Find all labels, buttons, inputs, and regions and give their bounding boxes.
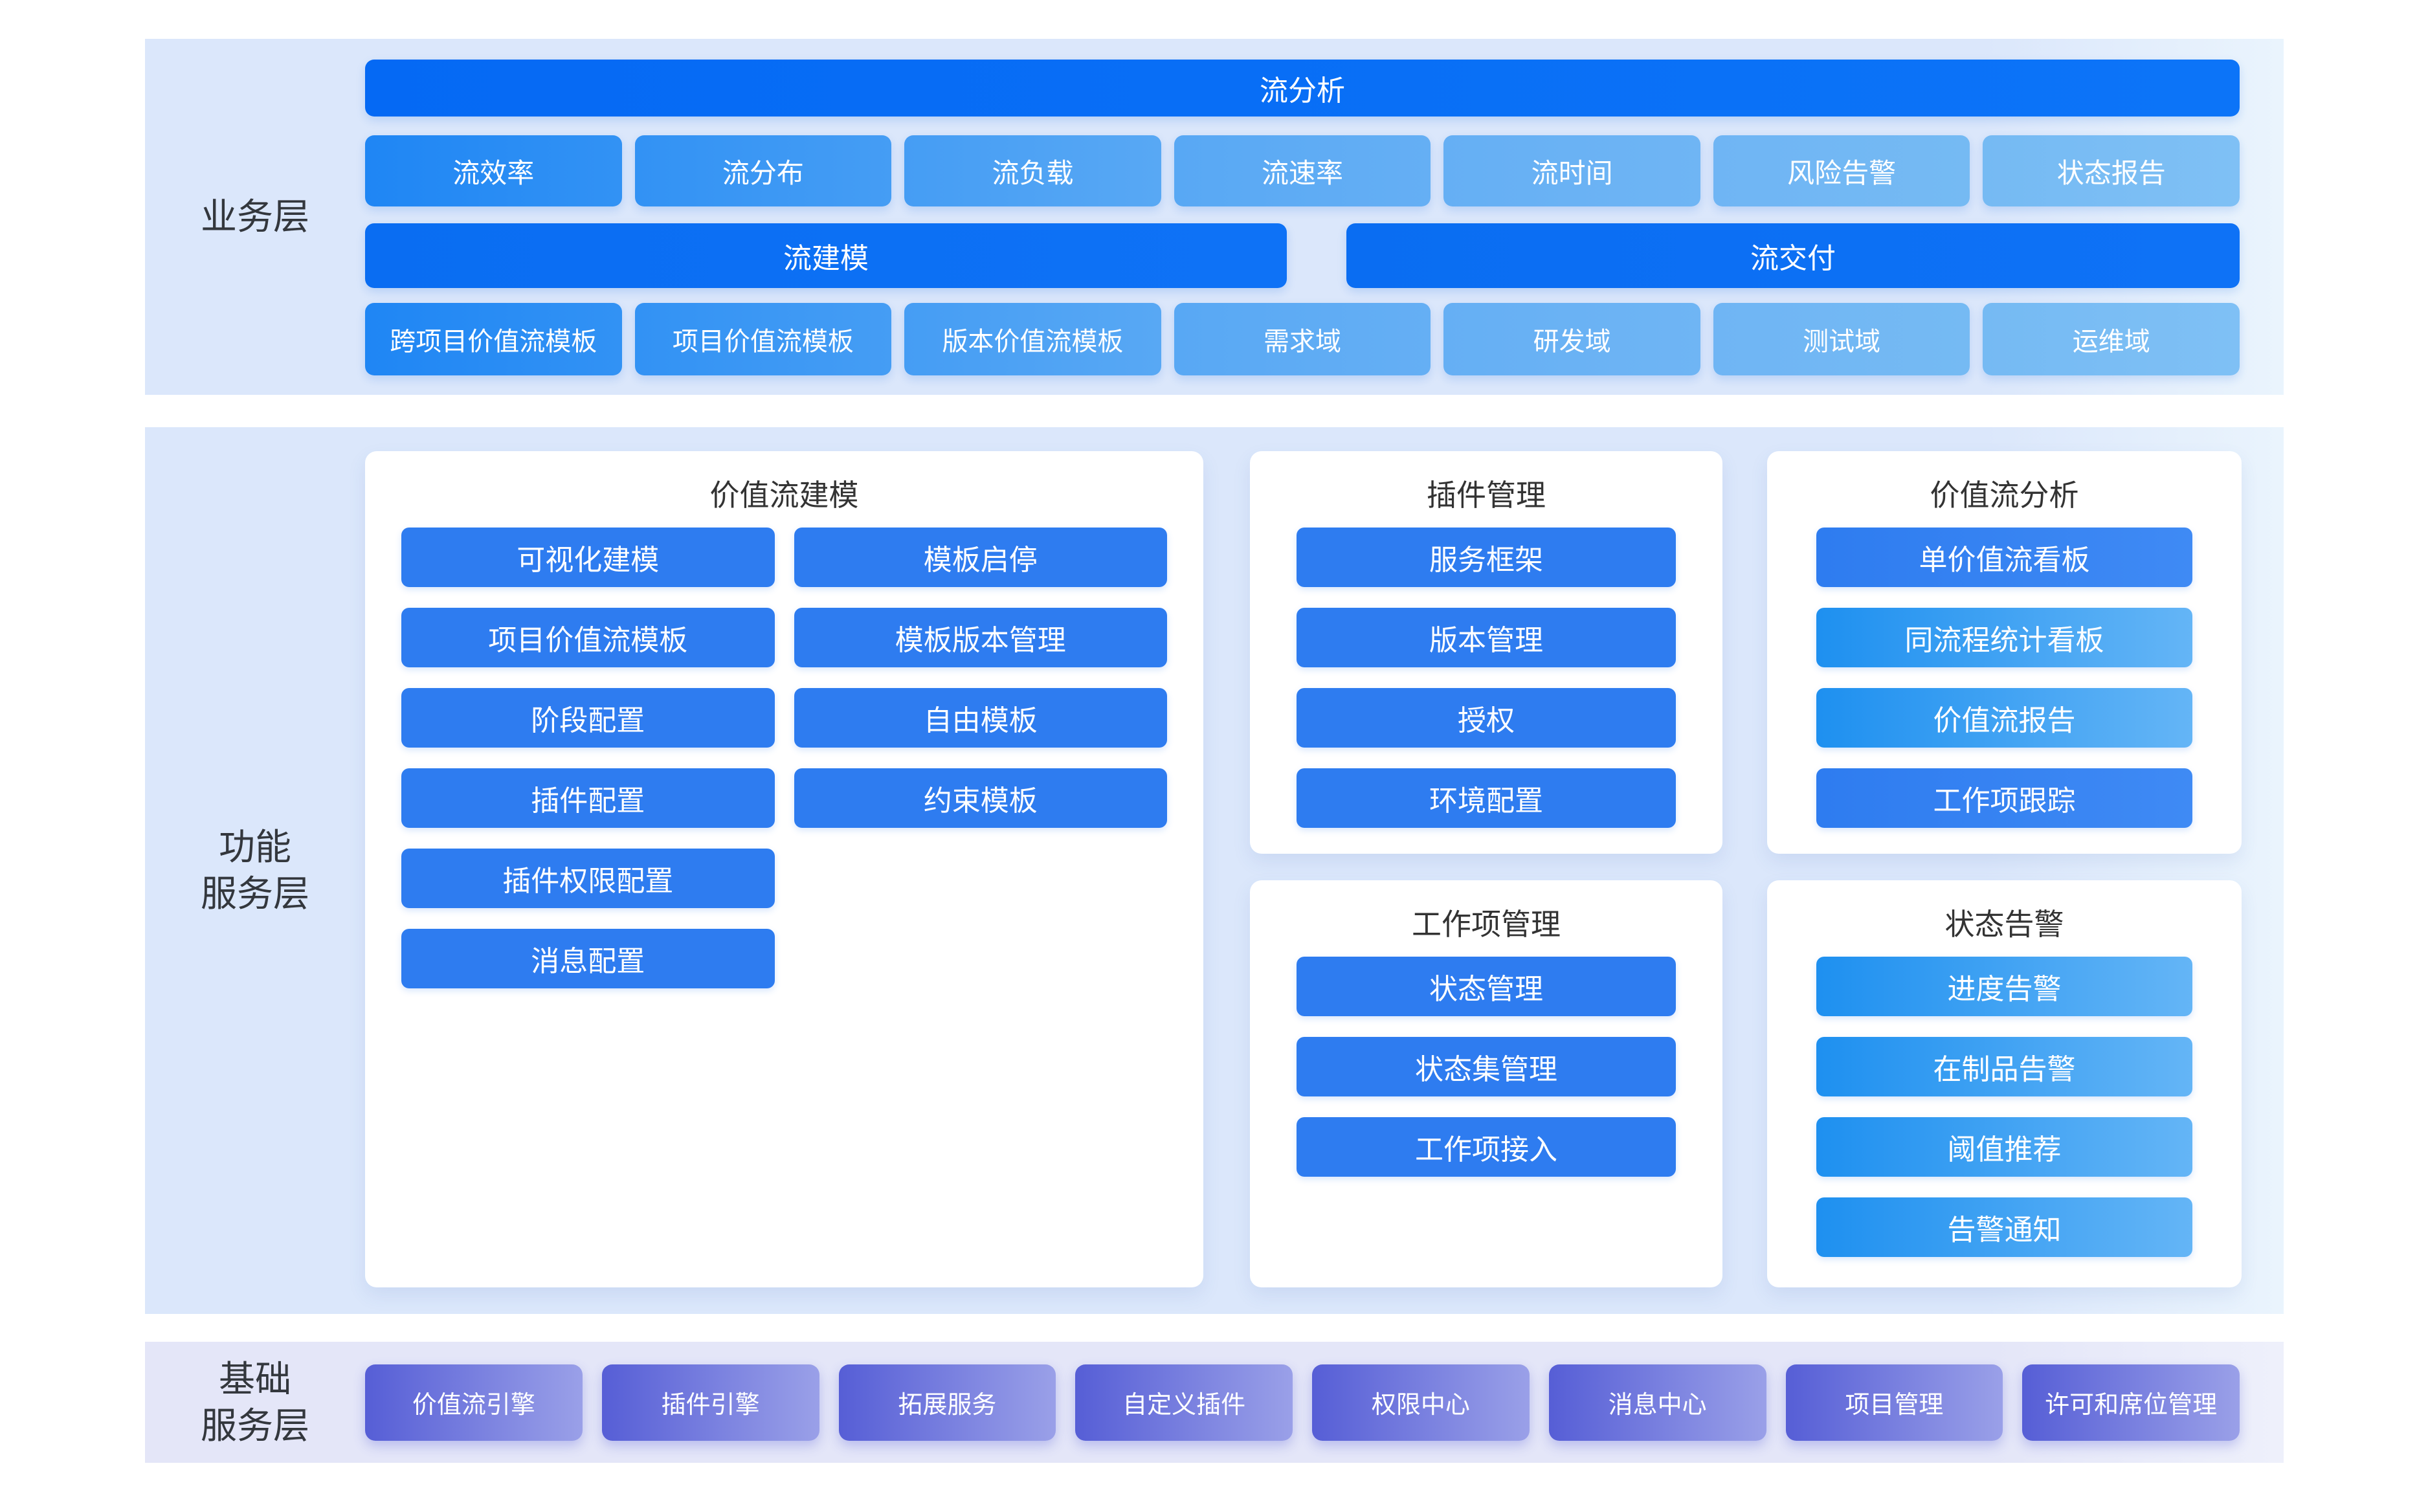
card-button[interactable]: 可视化建模 (401, 528, 775, 587)
business-layer-band: 业务层 流分析 流效率 流分布 流负载 流速率 流时间 风险告警 状态报告 流建… (145, 39, 2284, 395)
foundation-service-button[interactable]: 插件引擎 (601, 1364, 819, 1441)
flow-domain-button[interactable]: 研发域 (1443, 303, 1700, 375)
foundation-service-button[interactable]: 项目管理 (1785, 1364, 2003, 1441)
card-button[interactable]: 价值流报告 (1816, 688, 2192, 748)
foundation-service-label-line2: 服务层 (201, 1405, 309, 1446)
card-title: 价值流建模 (709, 478, 859, 512)
flow-metric-button[interactable]: 流速率 (1174, 135, 1431, 206)
flow-domain-button[interactable]: 运维域 (1983, 303, 2240, 375)
card-button[interactable]: 插件配置 (401, 768, 775, 828)
card-button[interactable]: 状态管理 (1297, 957, 1676, 1016)
card-title: 状态告警 (1944, 907, 2064, 941)
flow-metric-button[interactable]: 流时间 (1443, 135, 1700, 206)
card-button[interactable]: 状态集管理 (1297, 1037, 1676, 1096)
card-button[interactable]: 同流程统计看板 (1816, 608, 2192, 667)
card-button[interactable]: 单价值流看板 (1816, 528, 2192, 587)
foundation-service-button[interactable]: 拓展服务 (838, 1364, 1056, 1441)
card-button[interactable]: 插件权限配置 (401, 849, 775, 908)
card-button[interactable]: 模板启停 (794, 528, 1167, 587)
foundation-services-row: 价值流引擎 插件引擎 拓展服务 自定义插件 权限中心 消息中心 项目管理 许可和… (365, 1342, 2240, 1463)
value-stream-modeling-card: 价值流建模 可视化建模 项目价值流模板 阶段配置 插件配置 插件权限配置 消息配… (365, 451, 1203, 1287)
flow-metric-button[interactable]: 风险告警 (1713, 135, 1970, 206)
flow-domain-button[interactable]: 跨项目价值流模板 (365, 303, 622, 375)
flow-domain-button[interactable]: 测试域 (1713, 303, 1970, 375)
flow-metrics-row: 流效率 流分布 流负载 流速率 流时间 风险告警 状态报告 (365, 135, 2240, 206)
function-service-content: 价值流建模 可视化建模 项目价值流模板 阶段配置 插件配置 插件权限配置 消息配… (365, 427, 2284, 1314)
foundation-service-label-line1: 基础 (219, 1358, 291, 1399)
card-button[interactable]: 工作项接入 (1297, 1117, 1676, 1177)
card-button[interactable]: 项目价值流模板 (401, 608, 775, 667)
foundation-service-content: 价值流引擎 插件引擎 拓展服务 自定义插件 权限中心 消息中心 项目管理 许可和… (365, 1342, 2284, 1463)
flow-domains-row: 跨项目价值流模板 项目价值流模板 版本价值流模板 需求域 研发域 测试域 运维域 (365, 303, 2240, 375)
business-layer-content: 流分析 流效率 流分布 流负载 流速率 流时间 风险告警 状态报告 流建模 流交… (365, 39, 2284, 395)
plugin-management-card: 插件管理 服务框架 版本管理 授权 环境配置 (1250, 451, 1722, 854)
flow-domain-button[interactable]: 需求域 (1174, 303, 1431, 375)
card-button[interactable]: 自由模板 (794, 688, 1167, 748)
card-button[interactable]: 约束模板 (794, 768, 1167, 828)
card-button[interactable]: 工作项跟踪 (1816, 768, 2192, 828)
modeling-card-right-column: 模板启停 模板版本管理 自由模板 约束模板 (794, 528, 1167, 988)
card-button[interactable]: 阈值推荐 (1816, 1117, 2192, 1177)
card-title: 插件管理 (1427, 478, 1546, 512)
foundation-service-band: 基础 服务层 价值流引擎 插件引擎 拓展服务 自定义插件 权限中心 消息中心 项… (145, 1342, 2284, 1463)
card-button[interactable]: 版本管理 (1297, 608, 1676, 667)
flow-domain-button[interactable]: 项目价值流模板 (634, 303, 892, 375)
card-button[interactable]: 环境配置 (1297, 768, 1676, 828)
flow-analysis-bar[interactable]: 流分析 (365, 60, 2240, 117)
flow-domain-button[interactable]: 版本价值流模板 (904, 303, 1161, 375)
card-button[interactable]: 告警通知 (1816, 1197, 2192, 1257)
flow-metric-button[interactable]: 流分布 (634, 135, 892, 206)
card-button[interactable]: 阶段配置 (401, 688, 775, 748)
flow-metric-button[interactable]: 流负载 (904, 135, 1161, 206)
work-item-management-card: 工作项管理 状态管理 状态集管理 工作项接入 (1250, 880, 1722, 1287)
foundation-service-button[interactable]: 消息中心 (1548, 1364, 1766, 1441)
foundation-service-button[interactable]: 价值流引擎 (365, 1364, 583, 1441)
card-title: 工作项管理 (1412, 907, 1561, 941)
foundation-service-button[interactable]: 自定义插件 (1075, 1364, 1293, 1441)
function-service-label: 功能 服务层 (145, 427, 365, 1314)
function-service-label-line2: 服务层 (201, 873, 309, 914)
status-alert-card: 状态告警 进度告警 在制品告警 阈值推荐 告警通知 (1767, 880, 2242, 1287)
flow-modeling-bar[interactable]: 流建模 (365, 223, 1287, 288)
foundation-service-button[interactable]: 许可和席位管理 (2022, 1364, 2240, 1441)
card-button[interactable]: 消息配置 (401, 929, 775, 988)
card-title: 价值流分析 (1930, 478, 2079, 512)
business-layer-label-text: 业务层 (201, 196, 309, 237)
value-stream-analysis-card: 价值流分析 单价值流看板 同流程统计看板 价值流报告 工作项跟踪 (1767, 451, 2242, 854)
flow-metric-button[interactable]: 状态报告 (1983, 135, 2240, 206)
flow-delivery-bar[interactable]: 流交付 (1346, 223, 2240, 288)
flow-phase-row: 流建模 流交付 (365, 223, 2240, 288)
card-button[interactable]: 模板版本管理 (794, 608, 1167, 667)
function-service-label-line1: 功能 (219, 827, 291, 867)
card-button[interactable]: 服务框架 (1297, 528, 1676, 587)
card-button[interactable]: 进度告警 (1816, 957, 2192, 1016)
foundation-service-label: 基础 服务层 (145, 1342, 365, 1463)
foundation-service-button[interactable]: 权限中心 (1312, 1364, 1530, 1441)
flow-metric-button[interactable]: 流效率 (365, 135, 622, 206)
card-button[interactable]: 授权 (1297, 688, 1676, 748)
card-button[interactable]: 在制品告警 (1816, 1037, 2192, 1096)
modeling-card-left-column: 可视化建模 项目价值流模板 阶段配置 插件配置 插件权限配置 消息配置 (401, 528, 775, 988)
business-layer-label: 业务层 (145, 39, 365, 395)
function-service-band: 功能 服务层 价值流建模 可视化建模 项目价值流模板 阶段配置 插件配置 插件权… (145, 427, 2284, 1314)
